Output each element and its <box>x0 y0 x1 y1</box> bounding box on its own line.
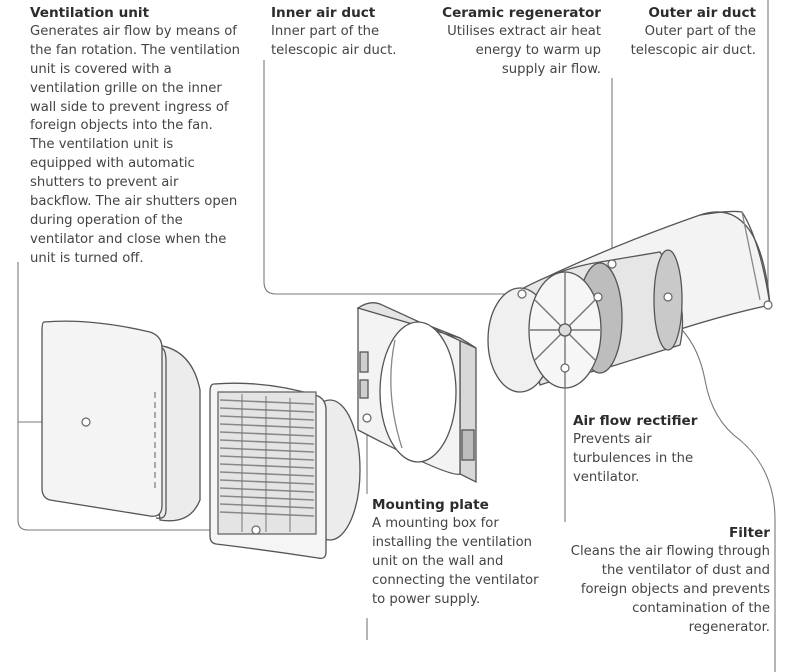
leader-lines <box>17 0 776 672</box>
callout-inner-air-duct: Inner air duct Inner part of the telesco… <box>271 4 431 61</box>
callout-ventilation-unit-title: Ventilation unit <box>30 5 150 21</box>
mounting-plate-slot-left-2 <box>359 379 369 399</box>
callout-outer-air-duct: Outer air duct Outer part of the telesco… <box>618 4 756 61</box>
anchor-outer-air-duct <box>763 300 773 310</box>
callout-ceramic-regenerator: Ceramic regenerator Utilises extract air… <box>420 4 601 80</box>
callout-filter-title: Filter <box>728 525 770 541</box>
callout-ceramic-regenerator-body: Utilises extract air heat energy to warm… <box>447 23 601 77</box>
callout-filter: Filter Cleans the air flowing through th… <box>555 524 770 637</box>
callout-ceramic-regenerator-title: Ceramic regenerator <box>442 5 601 21</box>
anchor-mounting-plate <box>362 413 372 423</box>
ventilation-grille <box>209 382 361 560</box>
callout-mounting-plate: Mounting plate A mounting box for instal… <box>372 496 552 609</box>
callout-filter-body: Cleans the air flowing through the venti… <box>570 543 770 635</box>
leader-inner-air-duct <box>263 60 522 295</box>
callout-air-flow-rectifier-title: Air flow rectifier <box>573 413 698 429</box>
mounting-plate-opening <box>379 321 457 463</box>
callout-mounting-plate-body: A mounting box for installing the ventil… <box>372 515 539 607</box>
callout-anchors <box>81 259 773 535</box>
anchor-grille <box>251 525 261 535</box>
grille-louvres <box>219 399 315 517</box>
duct-assembly <box>487 249 684 393</box>
leader-ventilation-unit-grille <box>17 262 256 531</box>
callout-ventilation-unit-body: Generates air flow by means of the fan r… <box>30 23 241 266</box>
callout-inner-air-duct-title: Inner air duct <box>271 5 376 21</box>
callout-ventilation-unit: Ventilation unit Generates air flow by m… <box>30 4 258 269</box>
front-cover-edge <box>155 347 167 519</box>
callout-outer-air-duct-title: Outer air duct <box>648 5 756 21</box>
rectifier-hub <box>558 323 572 337</box>
mounting-plate-slot-left <box>359 351 369 373</box>
mounting-plate-connector <box>461 429 475 461</box>
callout-outer-air-duct-body: Outer part of the telescopic air duct. <box>630 23 756 58</box>
callout-air-flow-rectifier: Air flow rectifier Prevents air turbulen… <box>573 412 723 488</box>
outer-duct-inner-edge <box>741 211 761 301</box>
anchor-regenerator-far <box>663 292 673 302</box>
anchor-air-flow-rectifier <box>560 363 570 373</box>
grille-louvre-area <box>217 391 317 535</box>
anchor-front-cover <box>81 417 91 427</box>
callout-air-flow-rectifier-body: Prevents air turbulences in the ventilat… <box>573 431 694 485</box>
front-cover-panel <box>41 320 163 517</box>
anchor-inner-air-duct <box>517 289 527 299</box>
front-cover <box>41 320 201 522</box>
callout-inner-air-duct-body: Inner part of the telescopic air duct. <box>271 23 397 58</box>
anchor-ceramic-regenerator <box>607 259 617 269</box>
mounting-plate <box>356 302 477 484</box>
mounting-plate-opening-inner <box>390 339 403 449</box>
grille-dividers <box>241 394 291 532</box>
anchor-filter <box>593 292 603 302</box>
callout-mounting-plate-title: Mounting plate <box>372 497 489 513</box>
